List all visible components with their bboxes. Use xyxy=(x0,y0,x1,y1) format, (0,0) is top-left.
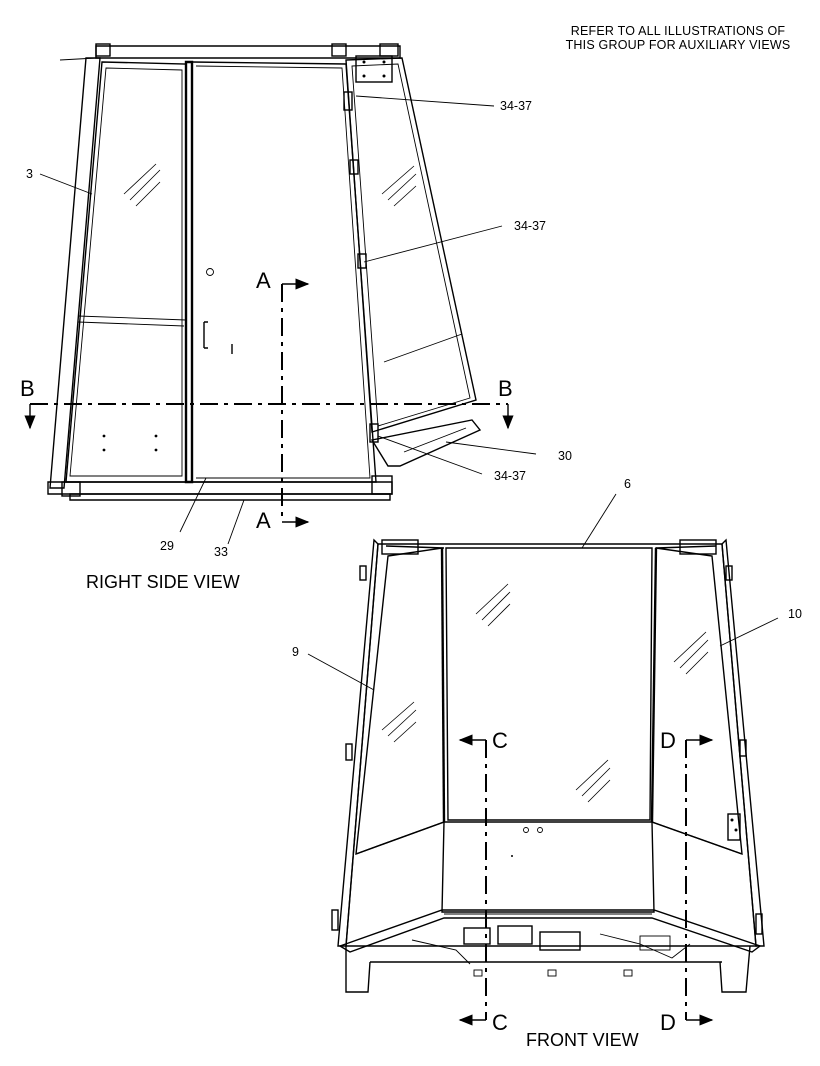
callout-29: 29 xyxy=(160,539,174,553)
front-view-title: FRONT VIEW xyxy=(526,1030,639,1050)
callout-3: 3 xyxy=(26,167,33,181)
section-a-top-label: A xyxy=(256,268,271,293)
callout-34-37-bottom: 34-37 xyxy=(494,469,526,483)
leader-lines-front xyxy=(307,493,779,691)
bottom-rail xyxy=(47,419,482,501)
reference-note: REFER TO ALL ILLUSTRATIONS OF THIS GROUP… xyxy=(540,24,816,52)
front-frame xyxy=(337,538,765,947)
base-components xyxy=(345,925,751,993)
front-window-frame xyxy=(343,55,477,443)
reference-note-line-1: REFER TO ALL ILLUSTRATIONS OF xyxy=(570,24,786,38)
section-d-bottom-label: D xyxy=(660,1010,676,1035)
callout-34-37-middle: 34-37 xyxy=(514,219,546,233)
lower-front-panel xyxy=(355,821,743,913)
section-line-d xyxy=(685,734,714,1026)
section-c-top-label: C xyxy=(492,728,508,753)
roof-rail xyxy=(59,43,401,61)
left-side-panel xyxy=(331,547,445,931)
section-line-b xyxy=(24,403,514,430)
side-glass-panel xyxy=(65,61,187,483)
callout-30: 30 xyxy=(558,449,572,463)
callout-6: 6 xyxy=(624,477,631,491)
front-view xyxy=(307,493,779,1026)
section-b-left-label: B xyxy=(20,376,35,401)
callout-9: 9 xyxy=(292,645,299,659)
section-c-bottom-label: C xyxy=(492,1010,508,1035)
lower-trim xyxy=(338,909,762,953)
rear-pillar xyxy=(49,57,101,489)
right-side-view-title: RIGHT SIDE VIEW xyxy=(86,572,240,592)
section-line-c xyxy=(458,734,487,1026)
door-panel xyxy=(184,60,377,484)
section-b-right-label: B xyxy=(498,376,513,401)
callout-34-37-top: 34-37 xyxy=(500,99,532,113)
section-d-top-label: D xyxy=(660,728,676,753)
front-windshield xyxy=(440,547,658,823)
section-a-bottom-label: A xyxy=(256,508,271,533)
right-side-view xyxy=(24,43,537,545)
reference-note-line-2: THIS GROUP FOR AUXILIARY VIEWS xyxy=(565,38,791,52)
leader-lines-side xyxy=(39,95,537,545)
callout-33: 33 xyxy=(214,545,228,559)
callout-10: 10 xyxy=(788,607,802,621)
